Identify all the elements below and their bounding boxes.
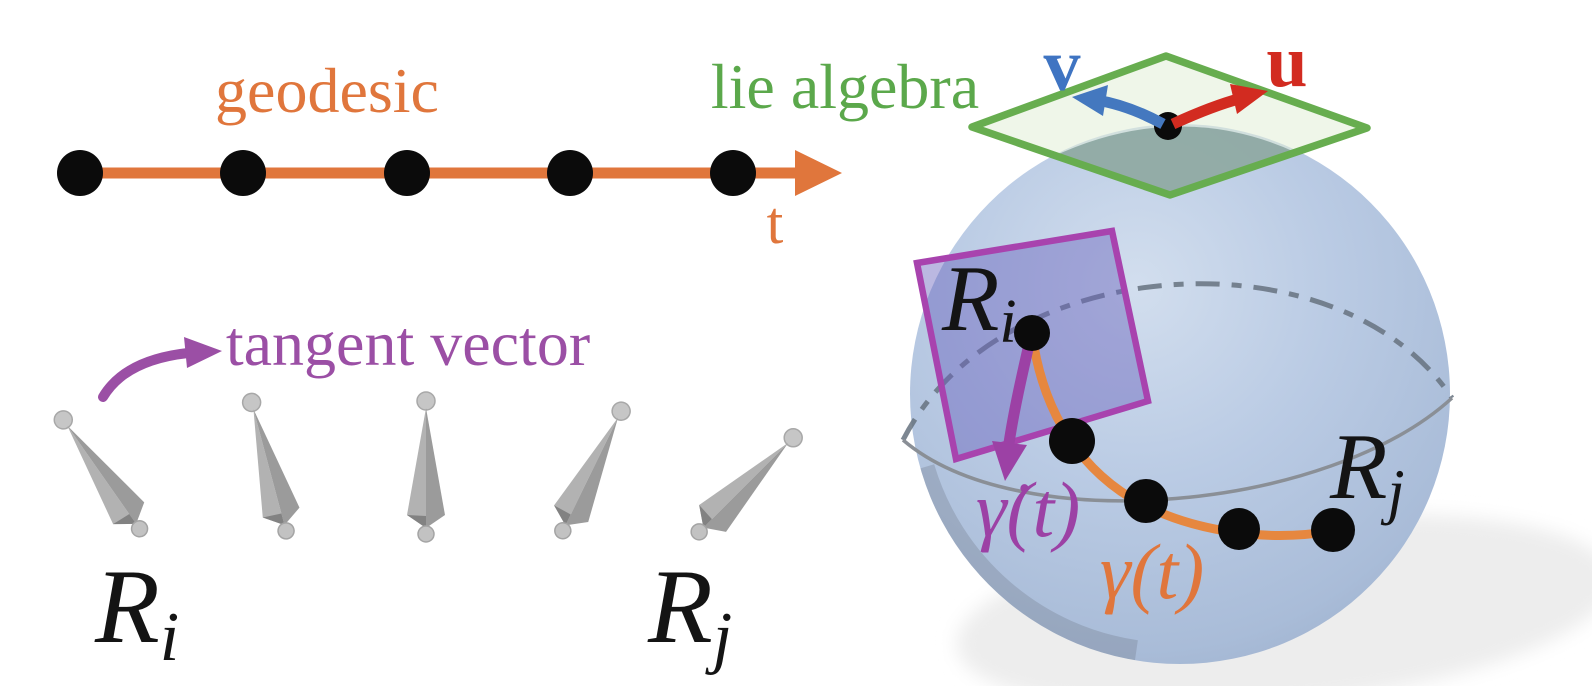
geodesic-timeline-panel: geodesic t [57,55,842,256]
velocity-label: γ̇(t) [976,466,1080,553]
geodesic-point [547,150,593,196]
rotation-top [679,417,814,552]
geodesic-point [57,150,103,196]
geodesic-point [384,150,430,196]
velocity-arrow [1003,338,1036,444]
velocity-arrowhead-icon [992,441,1027,481]
basis-v-arrowhead-icon [1072,85,1108,116]
lie-algebra-plane-outline [968,52,1371,199]
tangent-vector-annotation: tangent vector [98,308,590,402]
manifold-sphere-panel: lie algebra v u Ri Rj γ̇(t) γ(t) [711,21,1592,686]
sphere-start-label: Ri [941,247,1017,356]
tangent-vector-label: tangent vector [226,308,590,379]
geodesic-arrowhead-icon [795,150,842,196]
curve-point [1218,508,1260,550]
curve-point [1124,479,1168,523]
tangent-vector-arrowhead-icon [184,337,222,368]
equator-front-line [901,396,1454,503]
basis-u-arrowhead-icon [1230,84,1268,114]
geodesic-point [710,150,756,196]
geodesic-title: geodesic [215,55,439,126]
basis-v-label: v [1044,25,1081,107]
rotation-start-label: Ri [94,548,179,676]
geodesic-point [220,150,266,196]
rotation-end-label: Rj [647,548,732,676]
curve-point [1311,508,1355,552]
sphere-end-label: Rj [1329,415,1405,526]
basis-u-label: u [1266,21,1307,103]
tangent-vector-arrow [98,348,193,402]
t-axis-label: t [767,190,784,256]
sphere-cap-overlap [1052,126,1297,195]
rotation-top [41,400,161,547]
curve-point [1049,418,1095,464]
rotation-top [230,388,308,545]
rotation-top [541,394,643,547]
curve-label: γ(t) [1100,528,1204,615]
rotation-sequence-panel: Ri Rj [41,388,814,676]
lie-algebra-label: lie algebra [711,51,979,122]
curve-point [1014,315,1050,351]
rotation-top [406,391,446,543]
